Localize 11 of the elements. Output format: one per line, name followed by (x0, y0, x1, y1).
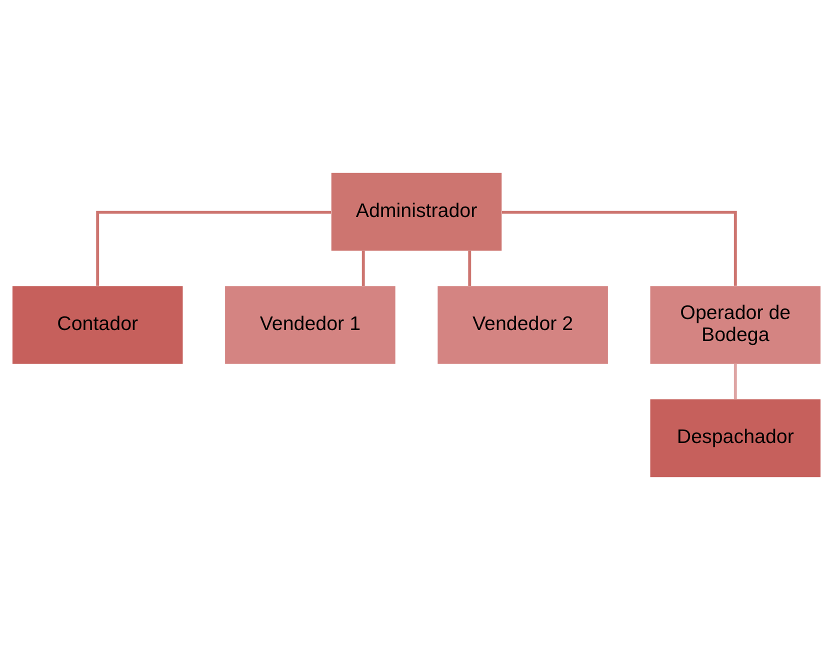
connector (734, 364, 737, 400)
node-box: Vendedor 2 (438, 286, 608, 364)
node-box: Despachador (650, 399, 821, 478)
connector (362, 250, 365, 286)
connector (468, 250, 472, 286)
connector (96, 210, 332, 286)
connector (502, 210, 737, 286)
node-box: Contador (12, 286, 183, 364)
node-box: Vendedor 1 (225, 286, 396, 364)
node-box: Administrador (331, 172, 502, 251)
node-box: Operador de Bodega (650, 286, 821, 364)
